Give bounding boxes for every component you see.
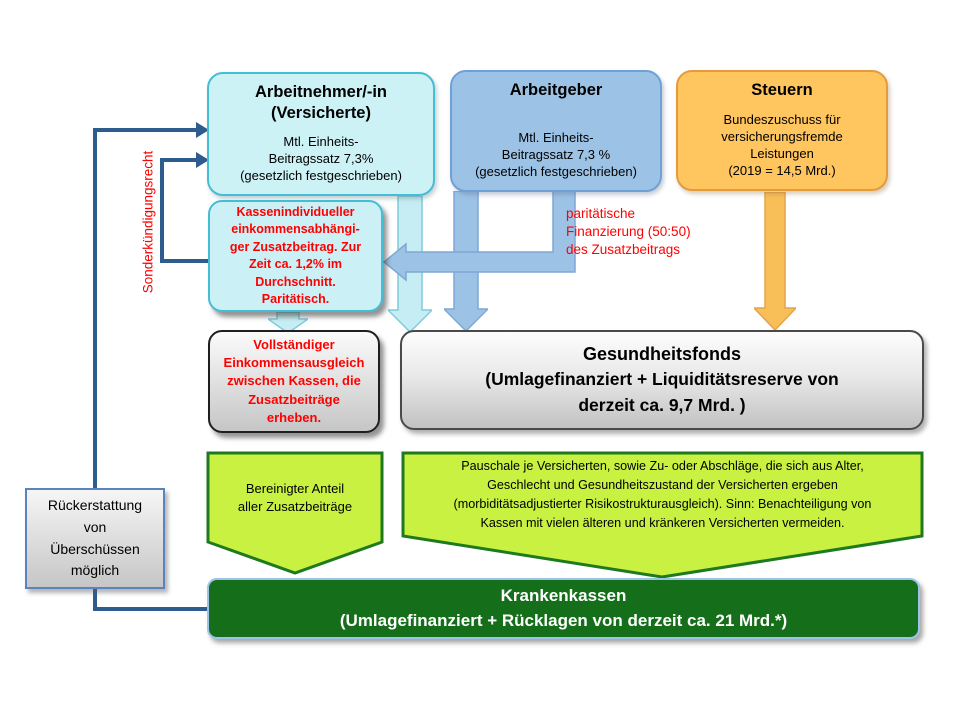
chevron-bereinigter-anteil: Bereinigter Anteil aller Zusatzbeiträge [205,450,385,576]
connector-top-inner-horizontal-line [160,158,197,162]
arrow-steuern-to-gesundheitsfonds [754,192,796,331]
arrow-arbeitgeber-to-zusatzbeitrag-elbow [382,190,576,282]
rueckerstattung-text: Rückerstattung von Überschüssen möglich [47,497,143,579]
box-gesundheitsfonds: Gesundheitsfonds (Umlagefinanziert + Liq… [400,330,924,430]
arrowhead-into-arbeitnehmer-outer [196,122,209,138]
connector-krankenkassen-to-arbeitnehmer-vertical-line [93,128,97,611]
connector-top-outer-horizontal-line [93,128,197,132]
zusatzbeitrag-text: Kassenindividueller einkommensabhängi- g… [229,204,362,307]
sonderkuendigungsrecht-label: Sonderkündigungsrecht [140,150,156,294]
gesundheitsfonds-title: Gesundheitsfonds [582,344,741,365]
box-steuern: Steuern Bundeszuschuss für versicherungs… [676,70,888,191]
gesundheitsfonds-body: (Umlagefinanziert + Liquiditätsreserve v… [485,369,839,415]
bereinigter-anteil-text: Bereinigter Anteil aller Zusatzbeiträge [237,481,353,514]
box-arbeitnehmer: Arbeitnehmer/-in (Versicherte) Mtl. Einh… [207,72,435,196]
einkommensausgleich-text: Vollständiger Einkommensausgleich zwisch… [223,337,365,425]
arbeitnehmer-body: Mtl. Einheits- Beitragssatz 7,3% (gesetz… [240,134,402,184]
arrowhead-into-arbeitnehmer-inner [196,152,209,168]
arbeitnehmer-title: Arbeitnehmer/-in (Versicherte) [254,83,388,122]
connector-zusatzbeitrag-left-horizontal-line [160,259,208,263]
chevron-pauschale: Pauschale je Versicherten, sowie Zu- ode… [400,450,925,580]
krankenkassen-body: (Umlagefinanziert + Rücklagen von derzei… [339,610,788,630]
steuern-title: Steuern [751,81,813,99]
box-krankenkassen: Krankenkassen (Umlagefinanziert + Rückla… [207,578,920,639]
pauschale-text: Pauschale je Versicherten, sowie Zu- ode… [453,459,872,530]
paritaetische-finanzierung-note: paritätische Finanzierung (50:50) des Zu… [566,206,691,258]
arbeitgeber-body: Mtl. Einheits- Beitragssatz 7,3 % (geset… [475,130,637,180]
arrow-zusatzbeitrag-to-einkommensausgleich [268,312,308,333]
connector-zusatzbeitrag-to-arbeitnehmer-vertical-line [160,158,164,263]
box-zusatzbeitrag: Kassenindividueller einkommensabhängi- g… [208,200,383,312]
box-einkommensausgleich: Vollständiger Einkommensausgleich zwisch… [208,330,380,433]
chevron-bereinigter-anteil-shape [206,451,384,575]
connector-bottom-horizontal-line [93,607,207,611]
arbeitgeber-title: Arbeitgeber [509,81,603,99]
krankenkassen-title: Krankenkassen [500,585,627,605]
box-rueckerstattung: Rückerstattung von Überschüssen möglich [25,488,165,589]
steuern-body: Bundeszuschuss für versicherungsfremde L… [721,112,843,179]
box-arbeitgeber: Arbeitgeber Mtl. Einheits- Beitragssatz … [450,70,662,192]
chevron-pauschale-shape [401,451,924,579]
